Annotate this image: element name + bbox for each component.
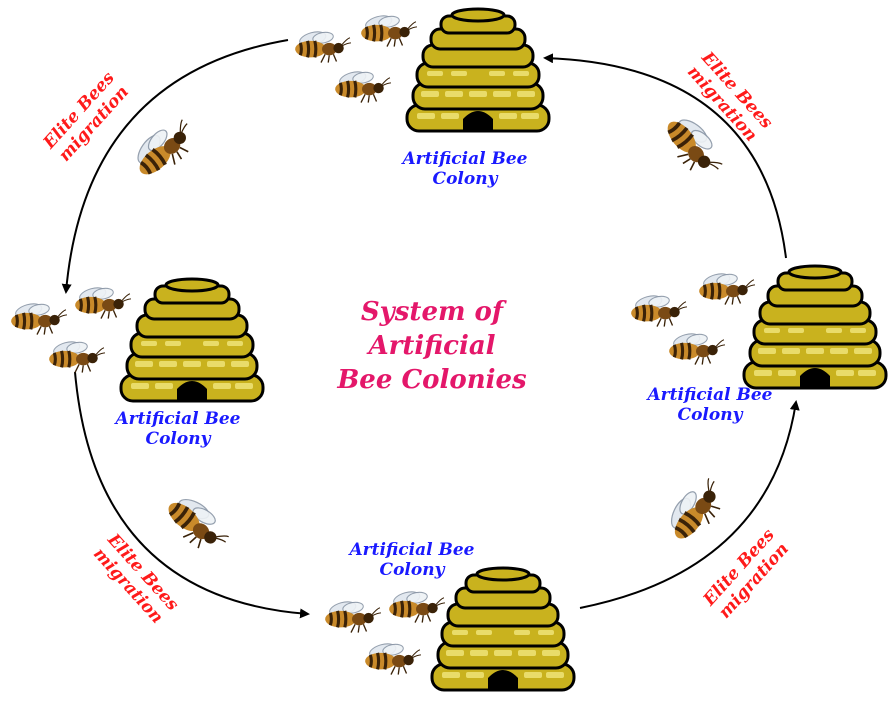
bee-icon	[323, 598, 382, 634]
bee-icon	[655, 105, 733, 187]
diagram-title: System of Artificial Bee Colonies	[337, 297, 527, 395]
bee-icon	[333, 68, 392, 104]
colony-label-top: Artificial Bee Colony	[402, 149, 528, 189]
colony-label-bottom: Artificial Bee Colony	[349, 540, 475, 580]
migration-arrow-bottom-to-right	[579, 400, 800, 609]
bee-icon	[9, 300, 68, 336]
colony-label-left: Artificial Bee Colony	[115, 409, 241, 449]
bee-icon	[363, 640, 422, 676]
bee-icon	[667, 330, 726, 366]
bee-icon	[47, 338, 106, 374]
bee-icon	[387, 588, 446, 624]
beehive-icon	[742, 264, 888, 390]
colony-label-right: Artificial Bee Colony	[647, 385, 773, 425]
bee-icon	[293, 28, 352, 64]
bee-icon	[359, 12, 418, 48]
bee-icon	[697, 270, 756, 306]
bee-icon	[157, 485, 238, 562]
bee-icon	[629, 292, 688, 328]
migration-arrow-top-to-left	[61, 39, 289, 294]
bee-icon	[657, 469, 734, 550]
beehive-icon	[430, 566, 576, 692]
bee-icon	[123, 109, 205, 187]
beehive-icon	[405, 7, 551, 133]
bee-icon	[73, 284, 132, 320]
migration-arrow-right-to-top	[543, 53, 787, 259]
beehive-icon	[119, 277, 265, 403]
migration-arrow-left-to-bottom	[74, 371, 310, 619]
